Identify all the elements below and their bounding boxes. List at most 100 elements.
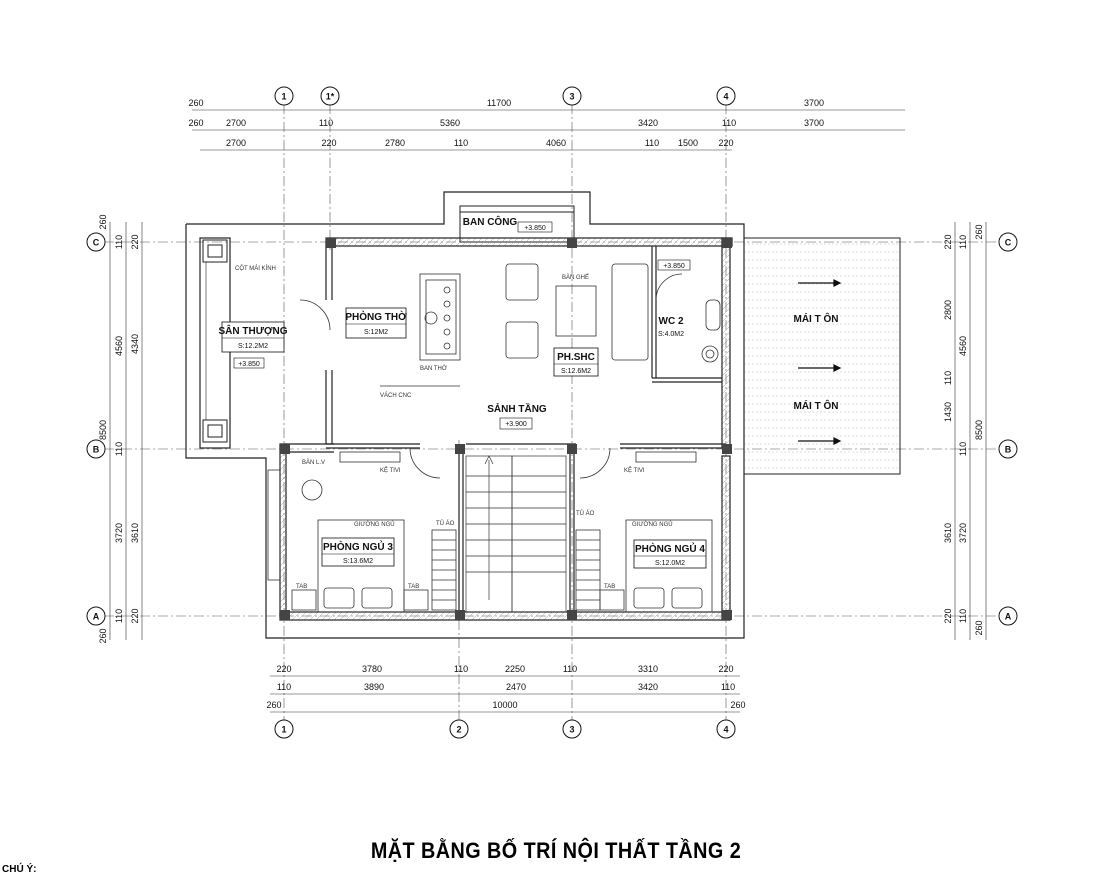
room-name-wc2: WC 2: [659, 316, 684, 327]
dim-text: 2470: [506, 682, 526, 692]
dim-text: 110: [114, 609, 124, 623]
dims-right: 260 8500 260 110 4560 110 3720 110 220 2…: [943, 224, 984, 635]
axis-top-4: 4: [723, 92, 728, 102]
dim-text: 110: [943, 371, 953, 385]
level-ban-cong: +3.850: [524, 225, 546, 232]
label-giuong-ngu-right: GIƯỜNG NGỦ: [632, 521, 673, 528]
label-tu-ao-left: TỦ ÁO: [436, 520, 455, 527]
dim-text: 3780: [362, 664, 382, 674]
dim-text: 220: [943, 234, 953, 249]
level-san-thuong: +3.850: [238, 361, 260, 368]
dim-text: 3420: [638, 118, 658, 128]
axis-top-3: 3: [569, 92, 574, 102]
dim-text: 110: [958, 442, 968, 456]
dim-text: 5360: [440, 118, 460, 128]
axis-bubbles: [86, 86, 1018, 739]
room-name-ban-cong: BAN CÔNG: [463, 215, 518, 228]
dim-text: 260: [98, 214, 108, 229]
room-name-ph-shc: PH.SHC: [557, 352, 595, 363]
room-area-phong-tho: S:12M2: [364, 329, 388, 336]
axis-right-b: B: [1005, 445, 1012, 455]
dim-text: 110: [563, 664, 577, 674]
metal-roof: [743, 237, 901, 475]
dim-text: 260: [98, 628, 108, 643]
dim-text: 110: [277, 682, 291, 692]
dim-text: 2780: [385, 138, 405, 148]
dim-text: 110: [958, 609, 968, 623]
note-label: CHÚ Ý:: [2, 864, 37, 875]
columns: [280, 238, 732, 620]
label-ban-tho: BAN THỜ: [420, 365, 447, 372]
dim-text: 2700: [226, 138, 246, 148]
dim-text: 220: [130, 608, 140, 623]
drawing-title: MẶT BẰNG BỐ TRÍ NỘI THẤT TẦNG 2: [370, 838, 742, 863]
room-area-wc2: S:4.0M2: [658, 331, 684, 338]
dim-text: 260: [974, 224, 984, 239]
label-tab: TAB: [604, 584, 615, 590]
planters: [202, 239, 228, 443]
dim-text: 4560: [958, 336, 968, 356]
dim-text: 220: [321, 138, 336, 148]
dim-text: 110: [114, 442, 124, 456]
furniture-labels: CỘT MÁI KÍNH BAN THỜ VÁCH CNC BÀN GHẾ BÀ…: [235, 265, 673, 590]
label-ke-tivi-left: KỆ TIVI: [380, 466, 401, 474]
label-cot-mai-kinh: CỘT MÁI KÍNH: [235, 265, 276, 272]
level-wc2: +3.850: [663, 263, 685, 270]
axis-top-1: 1: [281, 92, 286, 102]
dim-text: 220: [130, 234, 140, 249]
dim-text: 4340: [130, 334, 140, 354]
slab-outline: [185, 191, 745, 639]
axis-bottom-2: 2: [456, 725, 461, 735]
axis-left-b: B: [93, 445, 100, 455]
room-area-ph-shc: S:12.6M2: [561, 368, 591, 375]
room-name-phong-ngu-4: PHÒNG NGỦ 4: [635, 542, 705, 555]
label-ban-lv: BÀN L.V: [302, 459, 325, 466]
dims-top: 260 11700 3700 260 2700 110 5360 3420 11…: [188, 98, 824, 148]
axis-bottom-3: 3: [569, 725, 574, 735]
dims-left: 260 8500 260 110 4560 110 3720 110 220 4…: [98, 214, 140, 643]
label-vach-cnc: VÁCH CNC: [380, 392, 412, 399]
dim-text: 3310: [638, 664, 658, 674]
furniture: [267, 263, 721, 613]
dim-text: 260: [974, 620, 984, 635]
dim-text: 260: [730, 700, 745, 710]
dim-text: 110: [721, 682, 735, 692]
axis-right-a: A: [1005, 612, 1012, 622]
dim-text: 2700: [226, 118, 246, 128]
dim-text: 10000: [492, 700, 517, 710]
room-name-phong-tho: PHÒNG THỜ: [345, 310, 407, 323]
dim-text: 3700: [804, 98, 824, 108]
roof-label-2: MÁI T ÔN: [794, 399, 839, 412]
axis-labels: 1 1* 3 4 1 2 3 4 C B A C B A: [93, 92, 1012, 735]
label-ke-tivi-right: KỆ TIVI: [624, 466, 645, 474]
dim-text: 110: [454, 664, 468, 674]
axis-right-c: C: [1005, 238, 1012, 248]
level-sanh-tang: +3.900: [505, 421, 527, 428]
label-giuong-ngu-left: GIƯỜNG NGỦ: [354, 521, 395, 528]
room-name-san-thuong: SÂN THƯỢNG: [218, 324, 287, 337]
dims-bottom: 220 3780 110 2250 110 3310 220 110 3890 …: [266, 664, 745, 710]
dim-text: 2250: [505, 664, 525, 674]
dim-text: 260: [188, 118, 203, 128]
dim-text: 1500: [678, 138, 698, 148]
label-tab: TAB: [408, 584, 419, 590]
dim-text: 110: [722, 118, 736, 128]
axis-left-c: C: [93, 238, 100, 248]
label-tab: TAB: [296, 584, 307, 590]
dim-text: 260: [266, 700, 281, 710]
axis-left-a: A: [93, 612, 100, 622]
dim-text: 3610: [130, 523, 140, 543]
dim-text: 260: [188, 98, 203, 108]
room-area-phong-ngu-3: S:13.6M2: [343, 558, 373, 565]
dim-text: 3610: [943, 523, 953, 543]
staircase: [465, 455, 567, 613]
room-name-sanh-tang: SẢNH TẦNG: [487, 402, 547, 415]
dim-text: 3420: [638, 682, 658, 692]
dim-text: 8500: [98, 420, 108, 440]
dim-text: 110: [319, 118, 333, 128]
dim-text: 11700: [487, 98, 511, 108]
dim-text: 220: [943, 608, 953, 623]
axis-top-1star: 1*: [326, 92, 335, 102]
dim-text: 2800: [943, 300, 953, 320]
